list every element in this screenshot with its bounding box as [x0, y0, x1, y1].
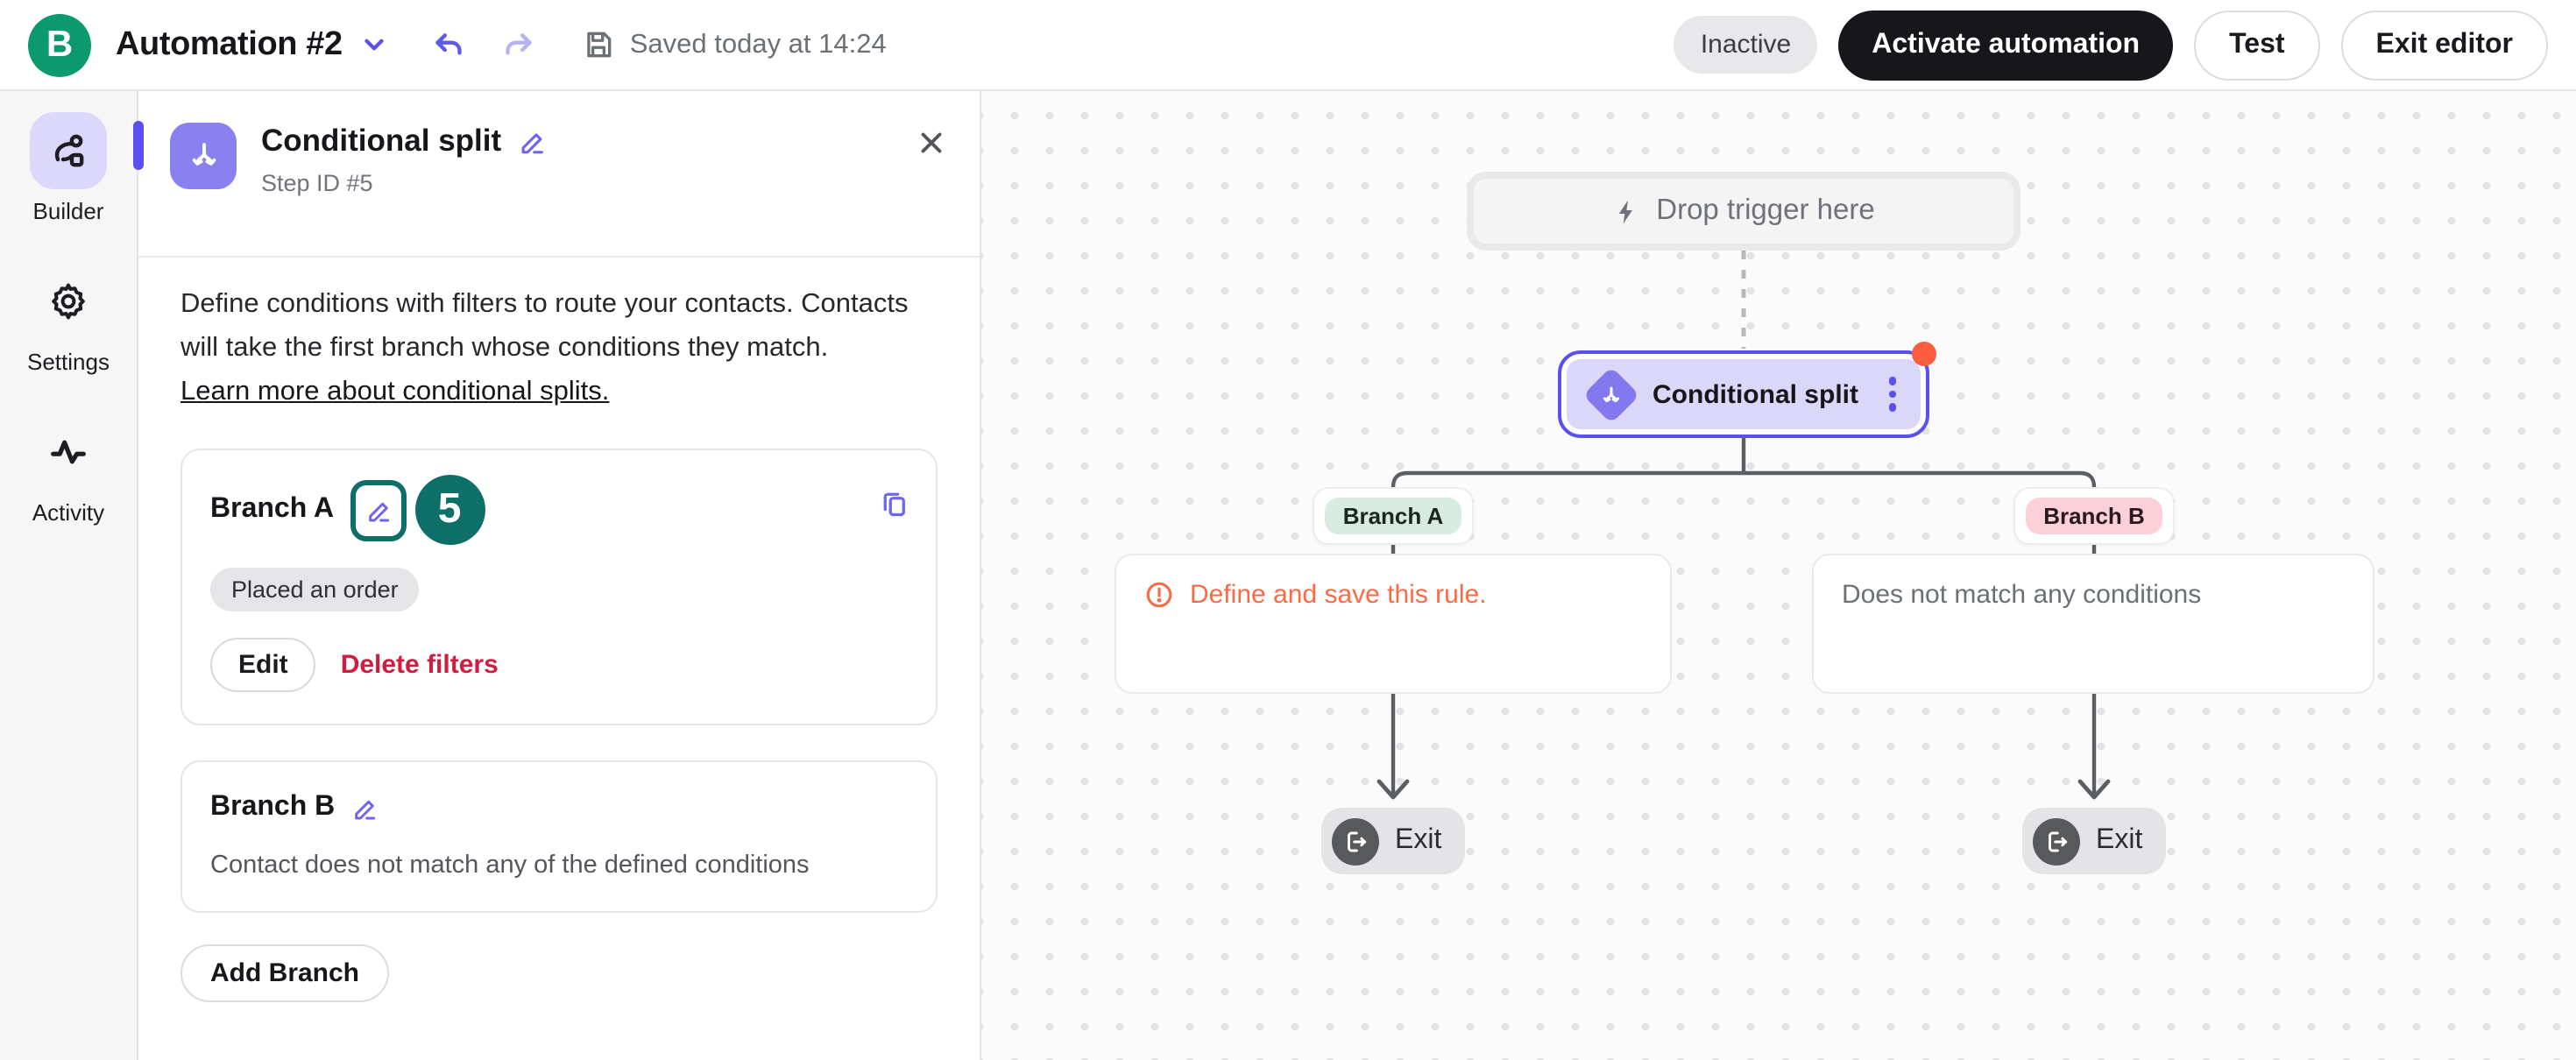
- sidebar-label-settings: Settings: [27, 349, 110, 375]
- sidebar-item-settings[interactable]: Settings: [27, 263, 110, 375]
- save-status-text: Saved today at 14:24: [629, 29, 887, 59]
- rename-branch-a-button[interactable]: [350, 479, 407, 541]
- topbar: B Automation #2 Saved today at 14:24 Ina…: [0, 0, 2576, 91]
- branch-b-name: Branch B: [210, 792, 336, 822]
- gear-icon: [52, 283, 85, 320]
- pencil-icon: [368, 502, 389, 522]
- activity-icon: [51, 440, 86, 464]
- pencil-icon: [521, 133, 544, 154]
- branch-b-chip[interactable]: Branch B: [2013, 487, 2175, 545]
- split-icon: [191, 142, 216, 165]
- exit-icon: [2049, 830, 2068, 852]
- branch-a-chip[interactable]: Branch A: [1313, 487, 1474, 545]
- exit-node-branch-a[interactable]: Exit: [1321, 808, 1465, 874]
- warning-icon: [1146, 582, 1172, 608]
- exit-label: Exit: [1395, 825, 1442, 855]
- close-panel-button[interactable]: [915, 126, 948, 159]
- exit-node-branch-b[interactable]: Exit: [2022, 808, 2166, 874]
- pencil-icon: [355, 800, 376, 820]
- duplicate-branch-a-button[interactable]: [878, 487, 909, 519]
- activate-automation-button[interactable]: Activate automation: [1838, 10, 2174, 80]
- node-menu-button[interactable]: [1881, 371, 1903, 419]
- node-label: Conditional split: [1652, 379, 1858, 409]
- exit-icon: [2033, 817, 2080, 865]
- save-icon: [587, 32, 612, 58]
- split-icon: [1603, 385, 1620, 400]
- exit-label: Exit: [2096, 825, 2143, 855]
- branch-a-warning-text: Define and save this rule.: [1190, 580, 1487, 610]
- copy-icon: [883, 492, 905, 517]
- unsaved-alert-dot: [1912, 342, 1936, 366]
- save-status: Saved today at 14:24: [583, 28, 887, 61]
- conditional-split-step-icon: [170, 123, 237, 189]
- chevron-down-icon: [365, 39, 385, 51]
- sidebar-item-builder[interactable]: Builder: [30, 112, 107, 224]
- logo-letter: B: [46, 24, 74, 64]
- branch-b-chip-label: Branch B: [2026, 498, 2162, 534]
- redo-button[interactable]: [502, 27, 537, 62]
- status-badge: Inactive: [1674, 16, 1818, 74]
- exit-editor-button[interactable]: Exit editor: [2340, 10, 2548, 80]
- panel-header: Conditional split Step ID #5: [138, 91, 980, 258]
- sidebar: Builder Settings Activity: [0, 91, 138, 1060]
- branch-connectors: [1391, 438, 2097, 794]
- undo-button[interactable]: [432, 27, 467, 62]
- filter-chip: Placed an order: [210, 568, 420, 611]
- rename-branch-b-button[interactable]: [350, 794, 379, 822]
- annotation-badge-5: 5: [414, 475, 485, 545]
- delete-filters-link[interactable]: Delete filters: [340, 650, 499, 680]
- exit-icon: [1348, 830, 1367, 852]
- branch-a-name: Branch A: [210, 494, 335, 524]
- close-icon: [921, 132, 942, 153]
- sidebar-label-builder: Builder: [32, 198, 104, 224]
- panel-description: Define conditions with filters to route …: [180, 289, 909, 363]
- test-button[interactable]: Test: [2194, 10, 2320, 80]
- lightning-icon: [1618, 199, 1633, 223]
- active-panel-indicator: [133, 121, 144, 170]
- undo-icon: [436, 32, 463, 54]
- redo-icon: [506, 32, 533, 54]
- workflow-connectors: [1376, 251, 2111, 800]
- sidebar-label-activity: Activity: [32, 499, 105, 526]
- branch-b-description: Contact does not match any of the define…: [210, 852, 810, 880]
- brevo-logo[interactable]: B: [28, 13, 91, 76]
- add-branch-button[interactable]: Add Branch: [180, 944, 390, 1002]
- rename-step-button[interactable]: [517, 126, 547, 156]
- panel-title: Conditional split: [261, 123, 502, 158]
- split-node-icon: [1582, 365, 1640, 423]
- automation-title: Automation #2: [116, 25, 343, 62]
- exit-icon: [1332, 817, 1379, 865]
- learn-more-link[interactable]: Learn more about conditional splits.: [180, 377, 610, 406]
- branch-a-chip-label: Branch A: [1325, 498, 1461, 534]
- sidebar-item-activity[interactable]: Activity: [30, 413, 107, 526]
- branch-b-rule-text: Does not match any conditions: [1842, 580, 2202, 610]
- step-id: Step ID #5: [261, 170, 373, 196]
- edit-filters-button[interactable]: Edit: [210, 638, 316, 692]
- branch-a-rule-box[interactable]: Define and save this rule.: [1115, 554, 1672, 694]
- drop-trigger-zone[interactable]: Drop trigger here: [1467, 172, 2020, 251]
- branch-b-rule-box[interactable]: Does not match any conditions: [1812, 554, 2374, 694]
- drop-trigger-label: Drop trigger here: [1656, 194, 1875, 226]
- branch-a-card: Branch A 5 Placed an order Edit Delete f…: [180, 449, 938, 725]
- title-dropdown-button[interactable]: [360, 30, 390, 60]
- workflow-canvas[interactable]: Drop trigger here Conditional split: [981, 91, 2576, 1060]
- flow-icon: [54, 134, 84, 167]
- branch-b-card: Branch B Contact does not match any of t…: [180, 760, 938, 913]
- conditional-split-node[interactable]: Conditional split: [1558, 342, 1936, 438]
- arrowheads: [1376, 779, 2111, 800]
- conditional-split-panel: Conditional split Step ID #5 Define cond…: [133, 91, 981, 1060]
